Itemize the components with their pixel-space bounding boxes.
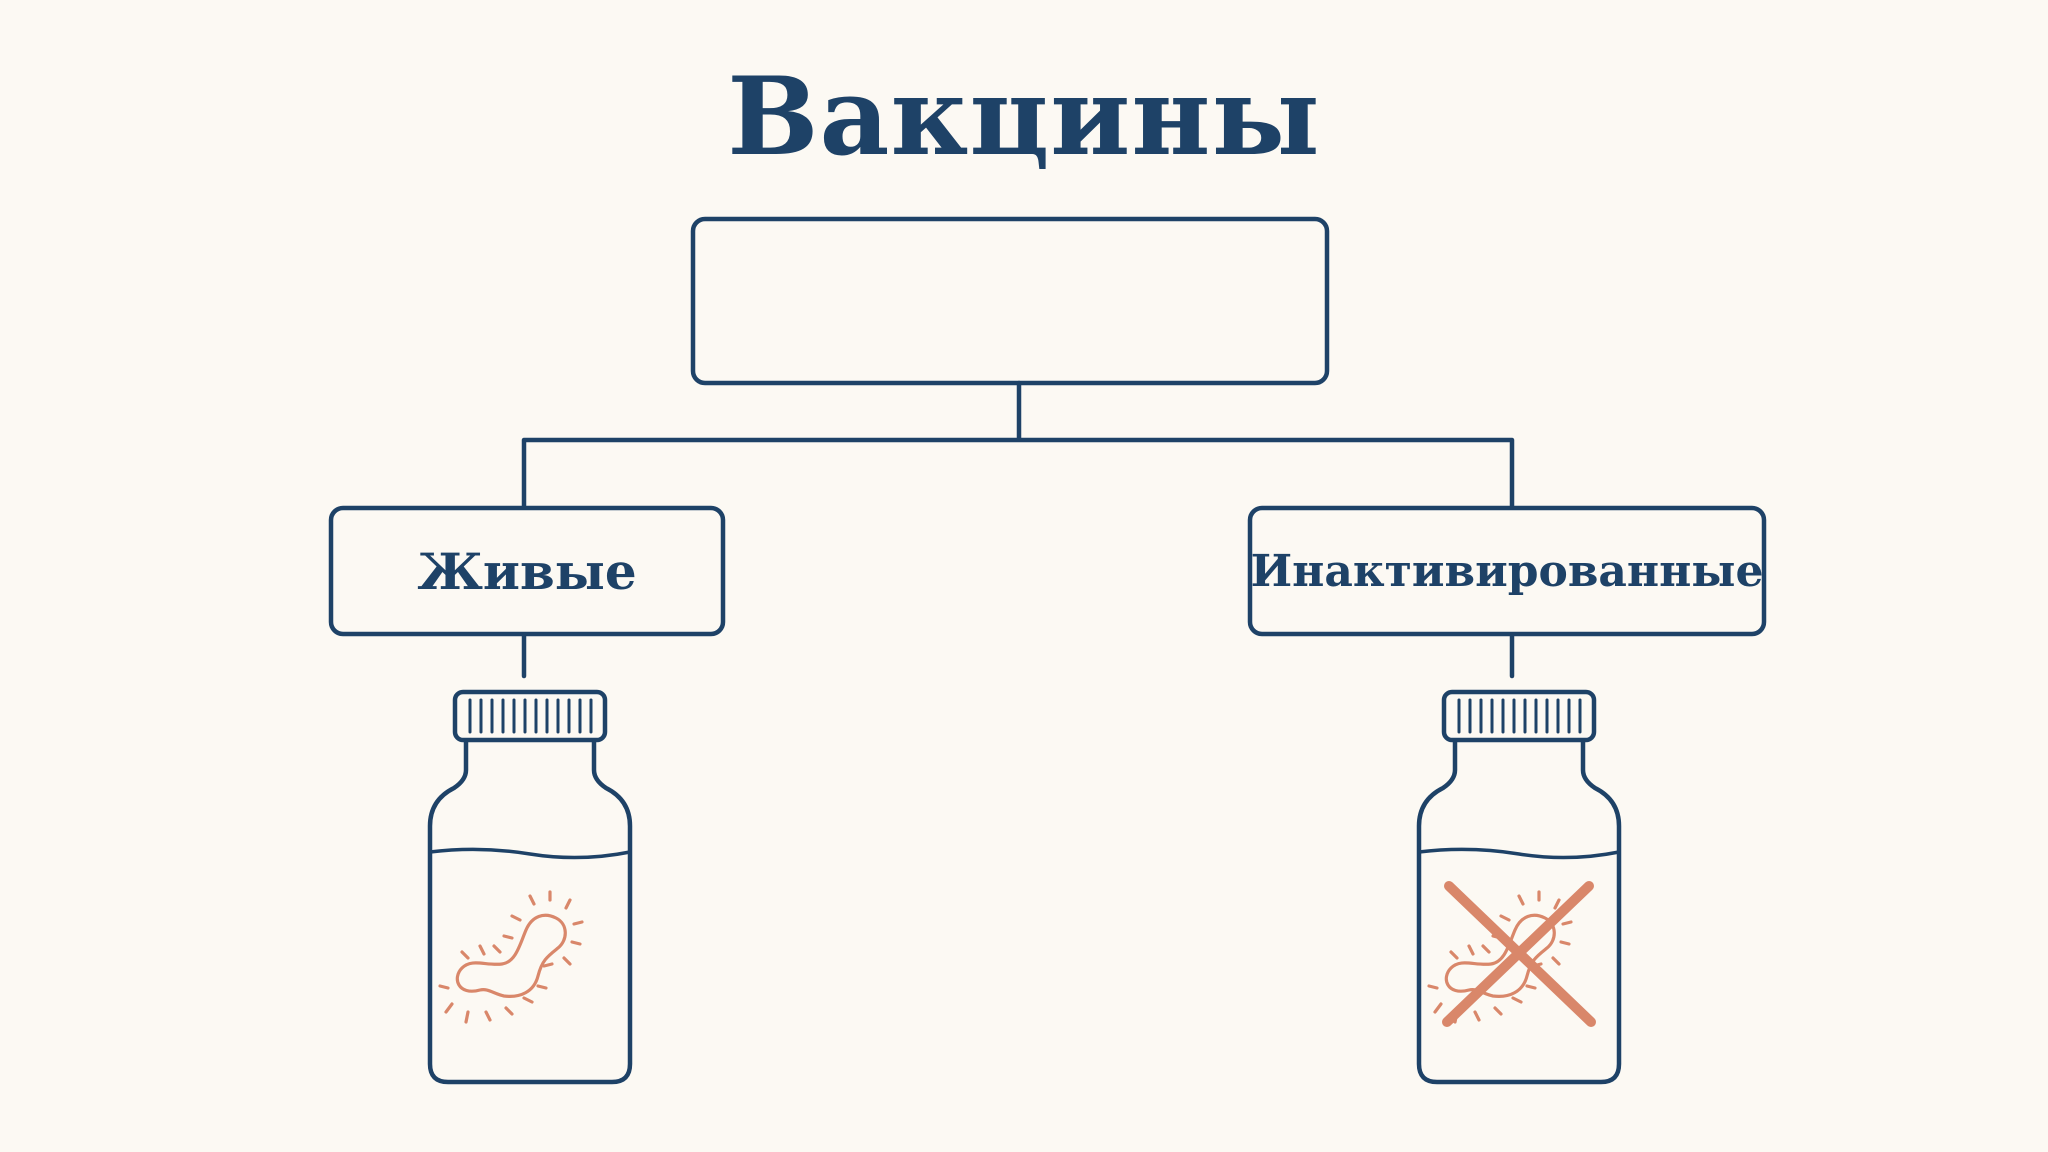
microbe-icon — [1427, 890, 1573, 1024]
vial-cap-ridges — [468, 698, 593, 734]
branch-label-inactivated: Инактивированные — [1250, 545, 1764, 597]
root-box — [690, 216, 1330, 386]
vial-body — [1416, 739, 1622, 1085]
branch-label-live: Живые — [417, 541, 637, 601]
root-label — [693, 219, 1327, 383]
vial-liquid-line — [1417, 847, 1621, 860]
vial-body — [427, 739, 633, 1085]
diagram-title: Вакцины — [727, 54, 1321, 180]
vial-cap — [1441, 689, 1597, 743]
vial-cap — [452, 689, 608, 743]
microbe-icon — [438, 890, 584, 1024]
branch-box-inactivated — [1247, 505, 1767, 637]
vial-icon-live — [427, 689, 633, 1085]
branch-box-live — [328, 505, 726, 637]
vial-cap-ridges — [1457, 698, 1582, 734]
cross-out-icon — [1442, 881, 1596, 1027]
tree-connector — [521, 380, 1515, 509]
vial-icon-inactivated — [1416, 689, 1622, 1085]
vial-liquid-line — [428, 847, 632, 860]
